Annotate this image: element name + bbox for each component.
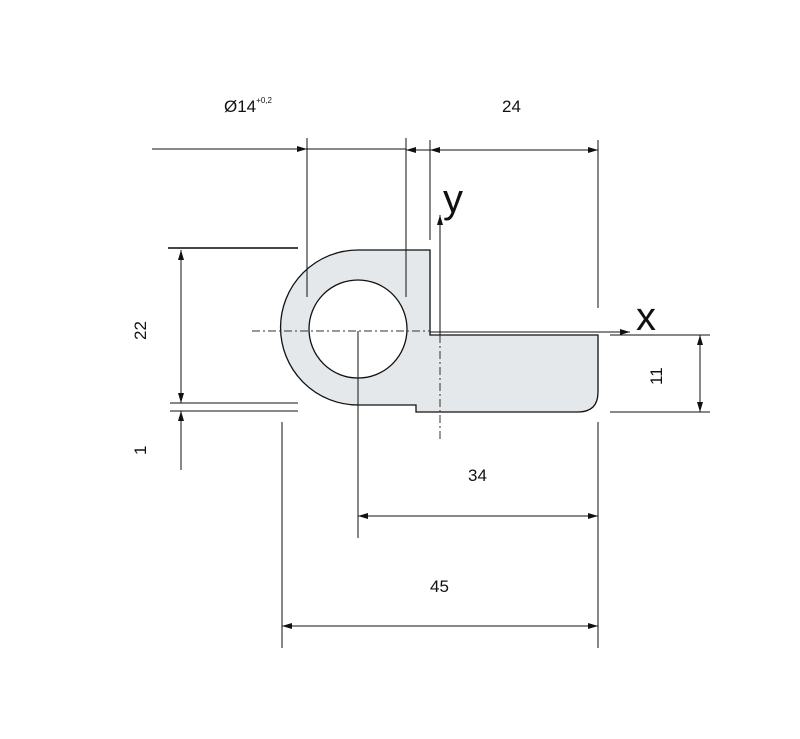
step-1-label: 1	[131, 446, 150, 455]
overall-width-45-label: 45	[430, 577, 449, 596]
leg-11-label: 11	[647, 367, 666, 385]
hole-diameter-label: Ø14+0,2	[224, 96, 272, 116]
width-24-label: 24	[502, 97, 521, 116]
x-axis-label: x	[636, 295, 656, 339]
height-22-label: 22	[131, 321, 150, 340]
center-to-end-34-label: 34	[468, 466, 487, 485]
y-axis-label: y	[443, 177, 463, 221]
